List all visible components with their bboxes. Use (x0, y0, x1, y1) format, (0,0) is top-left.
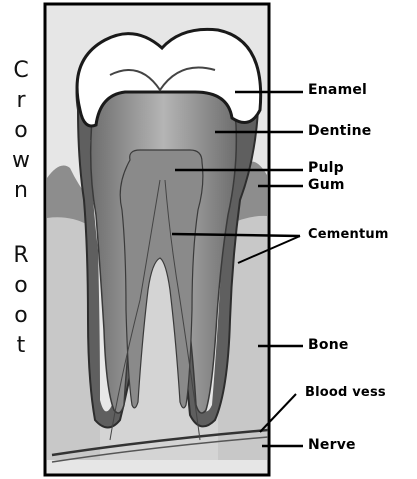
dentine-label: Dentine (308, 123, 371, 139)
cementum-label: Cementum (308, 227, 389, 242)
pulp-label: Pulp (308, 160, 344, 176)
gum-label: Gum (308, 177, 345, 193)
bone-label: Bone (308, 337, 349, 353)
enamel-label: Enamel (308, 82, 367, 98)
blood-vessel-label: Blood vess (305, 385, 386, 400)
nerve-label: Nerve (308, 437, 356, 453)
